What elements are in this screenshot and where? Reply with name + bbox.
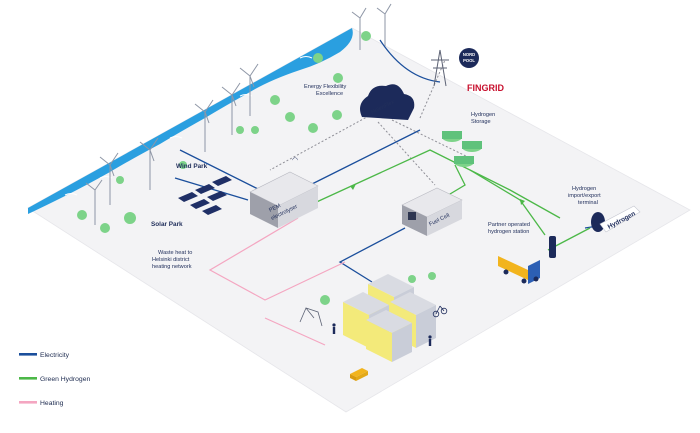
legend-label-heating: Heating <box>40 400 64 407</box>
pem-label-line1: PEM <box>268 203 282 214</box>
fuel-cell-building <box>401 187 463 236</box>
electricity-lines <box>174 39 599 283</box>
wind-turbine <box>376 3 392 46</box>
hydrogen-pump-icon <box>549 236 556 258</box>
legend-label-green-hydrogen: Green Hydrogen <box>40 376 90 383</box>
tree <box>285 112 295 122</box>
partner-station-label-line2: hydrogen station <box>488 229 529 235</box>
bicycle-icon <box>432 305 448 318</box>
hydrogen-storage-tanks <box>442 131 482 167</box>
tree <box>116 176 124 184</box>
legend: Electricity Green Hydrogen Heating <box>19 352 90 407</box>
sea <box>28 28 353 214</box>
legend-swatch-heating <box>19 401 37 404</box>
tree <box>251 126 259 134</box>
wind-park-label: Wind Park <box>176 163 208 170</box>
hydrogen-terminal-label-line3: terminal <box>578 200 598 206</box>
hydrogen-arrow-2 <box>520 199 525 205</box>
wind-turbine <box>351 7 367 50</box>
legend-swatch-green-hydrogen <box>19 377 37 380</box>
tree <box>313 53 323 63</box>
waste-heat-label-line2: Helsinki district <box>152 257 190 263</box>
tree <box>270 95 280 105</box>
tree <box>408 275 416 283</box>
hydrogen-storage-label-line2: Storage <box>471 119 491 125</box>
power-pylon-icon <box>431 49 449 87</box>
wifi-icon: ◠ <box>292 157 298 164</box>
electricity-line-fingrid <box>379 39 441 83</box>
energy-flex-label-line1: Energy Flexibility <box>304 84 346 90</box>
legend-label-electricity: Electricity <box>40 352 70 359</box>
wind-turbine <box>85 179 103 225</box>
tree <box>333 73 343 83</box>
swing-icon <box>299 307 323 327</box>
hydrogen-truck-icon <box>498 256 540 284</box>
sea-waves <box>64 56 313 196</box>
pem-electrolyser-building <box>249 171 319 228</box>
tree <box>320 295 330 305</box>
hydrogen-terminal-dish-icon <box>591 212 605 232</box>
energy-flex-label-line2: Excellence <box>316 91 343 97</box>
solar-park-label: Solar Park <box>151 221 183 228</box>
car-icon <box>350 368 368 381</box>
tree <box>124 212 136 224</box>
partner-station-label-line1: Partner operated <box>488 222 530 228</box>
wind-turbine <box>221 82 241 135</box>
nordpool-logo <box>459 48 479 68</box>
wind-turbine <box>99 152 119 205</box>
tree <box>428 272 436 280</box>
person-icon <box>332 323 432 346</box>
solar-panels <box>178 176 232 215</box>
nordpool-logo-line1: NORD <box>463 52 475 57</box>
helenflex-cloud-icon <box>360 84 415 120</box>
waste-heat-label-line1: Waste heat to <box>158 250 192 256</box>
tree <box>179 161 187 169</box>
hydrogen-terminal-label-line1: Hydrogen <box>572 186 596 192</box>
wind-turbine <box>194 99 214 152</box>
tree <box>100 223 110 233</box>
hydrogen-terminal-label-line2: import/export <box>568 193 601 199</box>
data-flow-lines <box>269 59 471 186</box>
tree <box>77 210 87 220</box>
trees <box>77 31 436 305</box>
wind-turbines <box>85 3 392 225</box>
tree <box>308 123 318 133</box>
hydrogen-arrow-1 <box>350 184 356 190</box>
legend-swatch-electricity <box>19 353 37 356</box>
fingrid-logo: FINGRID <box>467 83 504 93</box>
tree <box>361 31 371 41</box>
tree <box>236 126 244 134</box>
nordpool-logo-line2: POOL <box>463 58 475 63</box>
hydrogen-ship-tank <box>599 205 641 233</box>
waste-heat-label-line3: heating network <box>152 264 192 270</box>
hydrogen-storage-label-line1: Hydrogen <box>471 112 495 118</box>
heating-lines <box>208 217 346 346</box>
residential-buildings <box>343 274 436 362</box>
wind-turbine <box>239 63 259 116</box>
wind-turbine <box>139 137 159 190</box>
tree <box>332 110 342 120</box>
